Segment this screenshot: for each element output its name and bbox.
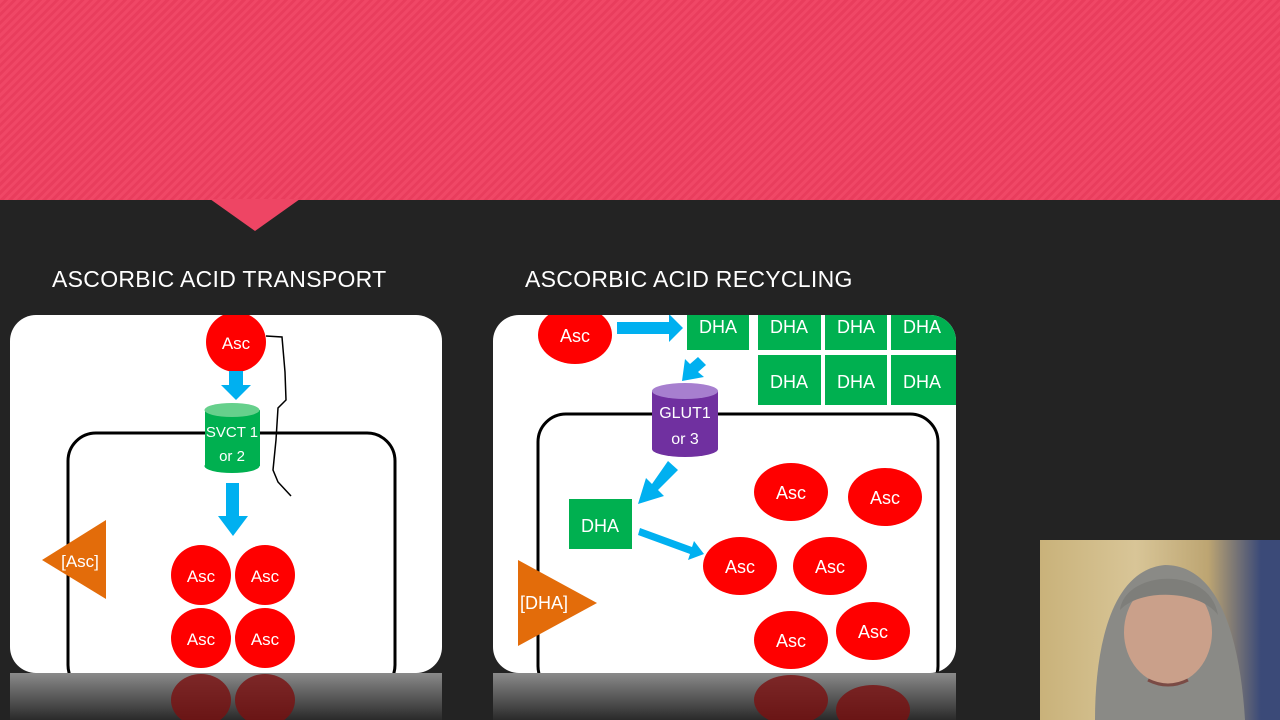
svct-label-2: or 2 (219, 448, 245, 465)
outer-asc-label: Asc (560, 326, 590, 346)
inner-asc (235, 545, 295, 605)
webcam-video (1040, 540, 1280, 720)
dha-label: DHA (770, 372, 808, 392)
inner-dha (569, 499, 632, 549)
dha-label: DHA (770, 317, 808, 337)
outer-dha-grid: DHA DHA DHA DHA DHA DHA DHA (687, 315, 956, 405)
concentration-triangle (518, 560, 597, 646)
svct-label-1: SVCT 1 (206, 424, 258, 441)
inner-asc (793, 537, 867, 595)
banner-notch (210, 199, 300, 231)
dha-label: DHA (837, 317, 875, 337)
right-slide-heading: ASCORBIC ACID RECYCLING (525, 266, 853, 292)
inner-asc (703, 537, 777, 595)
glut-label-2: or 3 (671, 431, 699, 448)
svct-transporter: SVCT 1 or 2 (204, 403, 260, 473)
inner-asc-label: Asc (251, 567, 280, 586)
arrow-right-icon (638, 528, 704, 560)
inner-asc-label: Asc (858, 622, 888, 642)
arrow-right-icon (617, 315, 683, 342)
left-slide-heading: ASCORBIC ACID TRANSPORT (52, 266, 387, 292)
dha-label: DHA (837, 372, 875, 392)
reflection-asc (754, 675, 828, 720)
inner-asc-label: Asc (725, 557, 755, 577)
inner-asc (848, 468, 922, 526)
arrow-down-icon (218, 483, 248, 536)
concentration-label: [DHA] (520, 593, 568, 613)
inner-asc (836, 602, 910, 660)
dha-label: DHA (699, 317, 737, 337)
arrow-diagonal-icon (638, 461, 678, 504)
presenter-avatar (1095, 565, 1245, 720)
pen-annotation (265, 335, 292, 497)
glut-label-1: GLUT1 (659, 405, 711, 422)
inner-asc-label: Asc (815, 557, 845, 577)
inner-dha-label: DHA (581, 516, 619, 536)
inner-asc-label: Asc (776, 483, 806, 503)
arrow-down-icon (221, 371, 251, 400)
outer-asc-label: Asc (222, 334, 251, 353)
inner-asc-label: Asc (776, 631, 806, 651)
inner-asc-label: Asc (870, 488, 900, 508)
outer-asc (538, 315, 612, 364)
concentration-triangle (42, 520, 106, 599)
dha-label: DHA (903, 317, 941, 337)
inner-asc (171, 608, 231, 668)
reflection-asc (235, 674, 295, 720)
inner-asc-label: Asc (251, 630, 280, 649)
inner-asc (171, 545, 231, 605)
inner-asc (754, 611, 828, 669)
cell-membrane (536, 412, 940, 673)
glut-transporter: GLUT1 or 3 (652, 383, 718, 457)
inner-asc (754, 463, 828, 521)
inner-asc-label: Asc (187, 567, 216, 586)
arrow-down-icon (682, 357, 706, 381)
transport-diagram: Asc SVCT 1 or 2 [Asc] Asc Asc Asc Asc (10, 315, 442, 673)
recycling-diagram: Asc DHA DHA DHA DHA DHA DHA DHA GLUT1 or… (493, 315, 956, 673)
reflection-asc (171, 674, 231, 720)
inner-asc-label: Asc (187, 630, 216, 649)
outer-asc (206, 315, 266, 372)
reflection-asc (836, 685, 910, 720)
title-banner (0, 0, 1280, 200)
concentration-label: [Asc] (61, 552, 99, 571)
inner-asc (235, 608, 295, 668)
dha-label: DHA (903, 372, 941, 392)
